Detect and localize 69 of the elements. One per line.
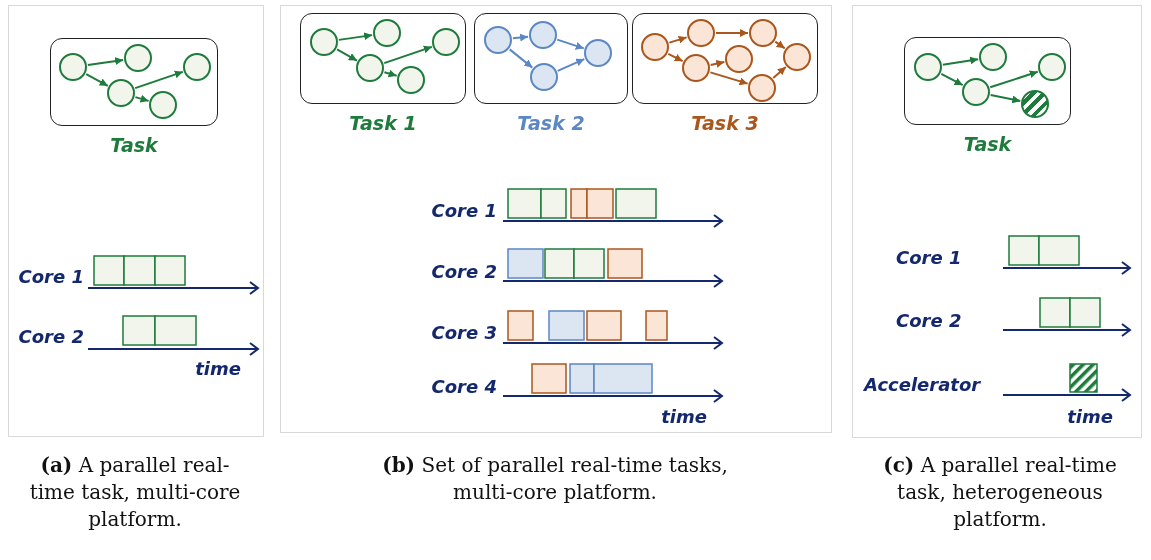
arrow xyxy=(709,59,726,68)
caption: (b) Set of parallel real-time tasks, multi-core platform. xyxy=(381,452,729,506)
arrow xyxy=(667,52,684,63)
subtask-node xyxy=(183,53,211,81)
arrow xyxy=(556,38,585,50)
task-label: Task xyxy=(963,133,1012,155)
hatched-subtask-node xyxy=(1021,90,1049,118)
core-label: Core 1 xyxy=(18,265,84,287)
arrow xyxy=(940,72,964,87)
axis-label: time xyxy=(661,405,707,427)
subtask-node xyxy=(979,43,1007,71)
subtask-node xyxy=(962,78,990,106)
subtask-node xyxy=(749,19,777,47)
caption: (a) A parallel real-time task, multi-core platform. xyxy=(28,452,242,533)
core-label: Core 4 xyxy=(431,375,497,397)
arrow xyxy=(989,94,1022,104)
arrow xyxy=(85,73,109,87)
task-label: Task xyxy=(110,134,158,156)
subtask-node xyxy=(149,91,177,119)
arrow xyxy=(941,56,980,66)
arrow xyxy=(508,48,534,69)
subtask-node xyxy=(356,54,384,82)
axis-label: time xyxy=(1067,405,1113,427)
subtask-node xyxy=(107,79,135,107)
arrow xyxy=(715,29,749,37)
subtask-node xyxy=(687,19,715,47)
arrow xyxy=(709,71,749,86)
subtask-node xyxy=(1038,53,1066,81)
subtask-node xyxy=(682,54,710,82)
task-label: Task 1 xyxy=(349,112,417,134)
arrow xyxy=(772,65,787,80)
subtask-node xyxy=(124,44,152,72)
arrow xyxy=(383,69,398,78)
subtask-node xyxy=(748,74,776,102)
subtask-node xyxy=(397,66,425,94)
arrow xyxy=(383,45,433,65)
arrow xyxy=(337,32,374,41)
arrow xyxy=(134,94,150,103)
core-label: Core 2 xyxy=(18,325,84,347)
core-label: Core 1 xyxy=(896,246,962,268)
axis-label: time xyxy=(195,357,241,379)
arrow xyxy=(989,70,1039,89)
task-label: Task 3 xyxy=(691,112,759,134)
subtask-node xyxy=(529,21,557,49)
core-label: Core 2 xyxy=(896,309,962,331)
subtask-node xyxy=(59,53,87,81)
arrow xyxy=(511,33,530,42)
subtask-node xyxy=(725,45,753,73)
subtask-node xyxy=(584,39,612,67)
core-label: Core 1 xyxy=(431,199,497,221)
subtask-node xyxy=(373,19,401,47)
arrow xyxy=(336,48,358,62)
subtask-node xyxy=(432,28,460,56)
arrow xyxy=(774,40,786,50)
subtask-node xyxy=(914,53,942,81)
subtask-node xyxy=(641,33,669,61)
core-label: Core 2 xyxy=(431,260,497,282)
core-label: Core 3 xyxy=(431,321,497,343)
core-label: Accelerator xyxy=(864,373,981,395)
arrow xyxy=(86,57,125,66)
subtask-node xyxy=(310,28,338,56)
arrow xyxy=(668,35,688,44)
subtask-node xyxy=(783,43,811,71)
subtask-node xyxy=(484,26,512,54)
task-label: Task 2 xyxy=(517,112,585,134)
arrow xyxy=(134,70,184,90)
subtask-node xyxy=(530,63,558,91)
arrow xyxy=(556,58,586,72)
caption: (c) A parallel real-time task, heterogeneous platform. xyxy=(882,452,1118,533)
